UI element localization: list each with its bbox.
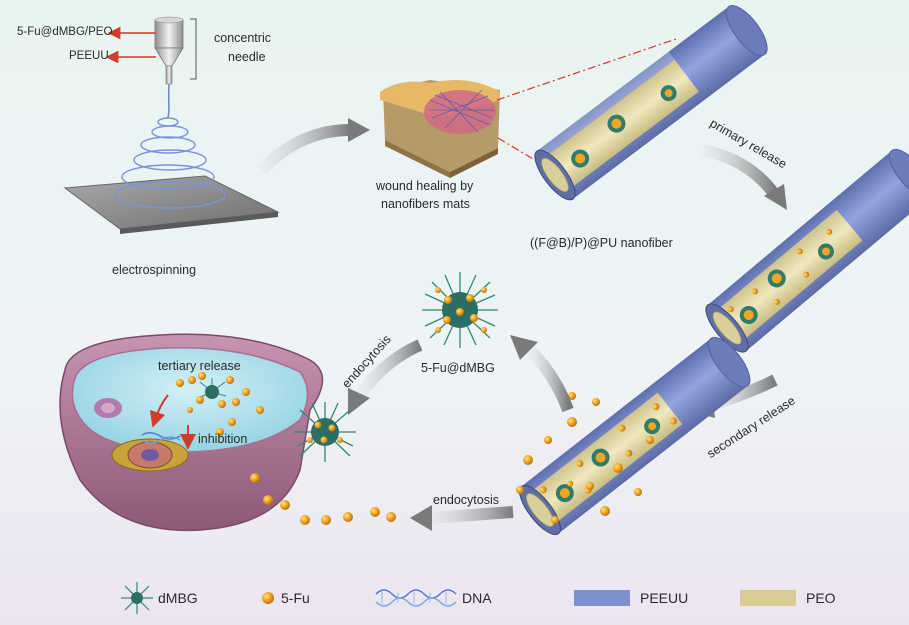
dmbg-particles-in-tube-3: [555, 418, 661, 503]
wound-area: [424, 90, 496, 134]
dmbg-sphere-large: [422, 272, 498, 348]
orange-dot-icon: [262, 592, 274, 604]
legend-5fu-label: 5-Fu: [281, 590, 310, 606]
endocytosis-up-arrow-head: [510, 335, 538, 360]
dmbg-entering-cell: [294, 402, 356, 462]
needle-label-line2: needle: [228, 50, 266, 64]
free-fu-trail: [250, 473, 396, 525]
endocytosis-cell-arrow-head: [348, 388, 370, 415]
tan-rect-icon: [740, 590, 796, 606]
fu-in-cell: [176, 372, 264, 436]
dmbg-in-cell: [197, 378, 227, 399]
nucleus: [111, 438, 189, 472]
blue-rect-icon: [574, 590, 630, 606]
process-arrow-1-head: [348, 118, 370, 142]
wound-tissue-block: [380, 38, 677, 178]
electrospinning-label: electrospinning: [112, 263, 197, 277]
fu-particles-in-tube-2: [727, 228, 833, 313]
endocytosis-lower-label: endocytosis: [433, 493, 500, 507]
needle-label-line1: concentric: [214, 31, 271, 45]
endocytosis-bottom-arrow: [429, 506, 514, 524]
shell-solution-label: PEEUU: [69, 50, 109, 62]
process-arrow-1: [257, 124, 351, 175]
primary-release-arrow: [701, 144, 780, 199]
nanofiber-label: ((F@B)/P)@PU nanofiber: [530, 236, 673, 250]
nanofiber-tube-2: [705, 148, 909, 353]
primary-release-arrow-head: [764, 184, 787, 210]
inhibition-label: inhibition: [198, 432, 248, 446]
nanofiber-mesh: [429, 89, 494, 133]
legend-icons: [121, 582, 796, 614]
collector-plate-edge: [120, 212, 278, 234]
legend-peo-label: PEO: [806, 590, 836, 606]
released-fu-around-tube-3: [516, 392, 654, 524]
needle-bracket: [190, 18, 197, 80]
whipping-spiral: [114, 117, 226, 209]
nanofiber-tube-1: [534, 5, 768, 201]
wound-healing-label-line1: wound healing by: [376, 179, 474, 193]
legend-dna-label: DNA: [462, 590, 492, 606]
dmbg-particles-in-tube-2: [739, 243, 834, 324]
dmbg-particles-in-tube-1: [571, 85, 677, 168]
electrospinning-setup: [63, 16, 280, 234]
dmbg-sphere-icon: [121, 582, 153, 614]
syringe-needle: [154, 16, 184, 85]
dna-helix-icon: [375, 589, 457, 607]
endocytosis-bottom-arrow-head: [410, 505, 432, 531]
endocytosis-cell-arrow: [355, 339, 423, 399]
organelle: [94, 398, 122, 418]
endocytosis-up-arrow: [525, 345, 574, 413]
jet: [167, 83, 170, 119]
particle-label: 5-Fu@dMBG: [421, 361, 495, 375]
release-red-arrow: [149, 394, 169, 428]
cytoplasm: [71, 346, 309, 453]
tertiary-release-label: tertiary release: [158, 359, 241, 373]
dna-in-cell: [141, 432, 181, 440]
legend-peeuu-label: PEEUU: [640, 590, 689, 606]
core-solution-label: 5-Fu@dMBG/PEO: [17, 26, 113, 38]
wound-healing-label-line2: nanofibers mats: [381, 197, 470, 211]
legend-dmbg-label: dMBG: [158, 590, 198, 606]
